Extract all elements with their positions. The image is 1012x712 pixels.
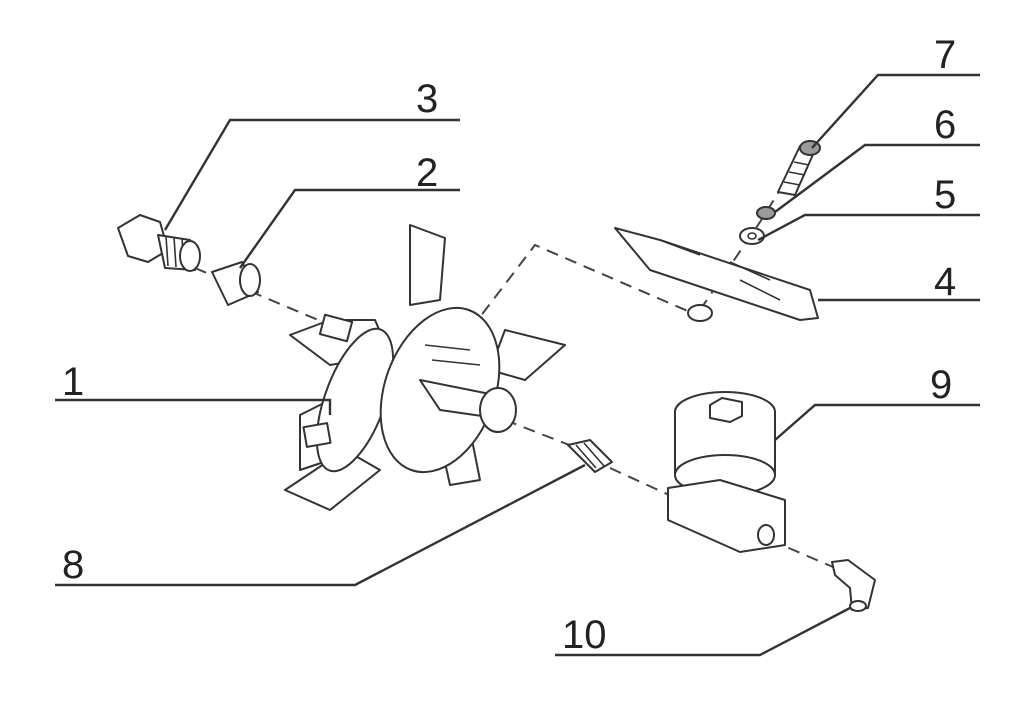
- leader-6: [774, 143, 980, 213]
- valve-nut: [709, 397, 743, 423]
- callout-3: 3: [416, 77, 438, 121]
- impeller-blade-right: [489, 329, 566, 381]
- bracket-body: [614, 227, 819, 321]
- leader-2: [239, 188, 460, 269]
- callout-1: 1: [62, 360, 84, 404]
- callout-7: 7: [934, 33, 956, 77]
- valve-base: [667, 479, 786, 553]
- callout-10: 10: [562, 613, 607, 657]
- callout-labels: 1 2 3 4 5 6 7 8 9 10: [62, 33, 956, 657]
- part-impeller: [284, 224, 566, 511]
- impeller-hub-end: [479, 387, 517, 433]
- leader-1: [55, 398, 332, 415]
- callout-4: 4: [934, 260, 956, 304]
- part-solenoid-valve: [667, 391, 786, 553]
- impeller-tab-lower: [302, 422, 332, 448]
- plug-end: [179, 240, 201, 272]
- leader-3: [163, 118, 460, 231]
- leader-7: [811, 73, 980, 149]
- axis-hub-to-bracket: [469, 243, 691, 331]
- part-washer-flat: [739, 227, 765, 245]
- washer-flat-hole: [747, 232, 757, 240]
- bracket-detail: [664, 241, 781, 301]
- part-fitting: [567, 439, 613, 473]
- leader-5: [757, 213, 980, 242]
- leader-10: [555, 606, 851, 657]
- part-bushing: [211, 261, 261, 306]
- callout-9: 9: [930, 363, 952, 407]
- bracket-hole: [687, 304, 713, 322]
- bushing-end: [239, 263, 261, 297]
- impeller-blade-top: [409, 224, 446, 306]
- leader-9: [774, 403, 980, 441]
- elbow-end: [849, 600, 867, 612]
- screw-threads: [783, 161, 810, 186]
- fitting-threads: [575, 442, 605, 469]
- part-washer-lock: [756, 206, 776, 220]
- part-bracket: [614, 227, 819, 322]
- part-plug: [117, 214, 201, 272]
- callout-5: 5: [934, 173, 956, 217]
- part-elbow: [831, 559, 876, 612]
- fitting-body: [567, 439, 613, 473]
- callout-2: 2: [416, 151, 438, 195]
- leader-lines: [55, 73, 980, 657]
- part-screw: [777, 140, 821, 196]
- callout-6: 6: [934, 103, 956, 147]
- callout-8: 8: [62, 543, 84, 587]
- impeller-hub-detail: [424, 344, 481, 366]
- valve-port: [757, 524, 775, 546]
- axis-valve-to-elbow: [769, 539, 841, 571]
- impeller-tab-upper: [318, 313, 354, 343]
- leader-8: [55, 463, 586, 587]
